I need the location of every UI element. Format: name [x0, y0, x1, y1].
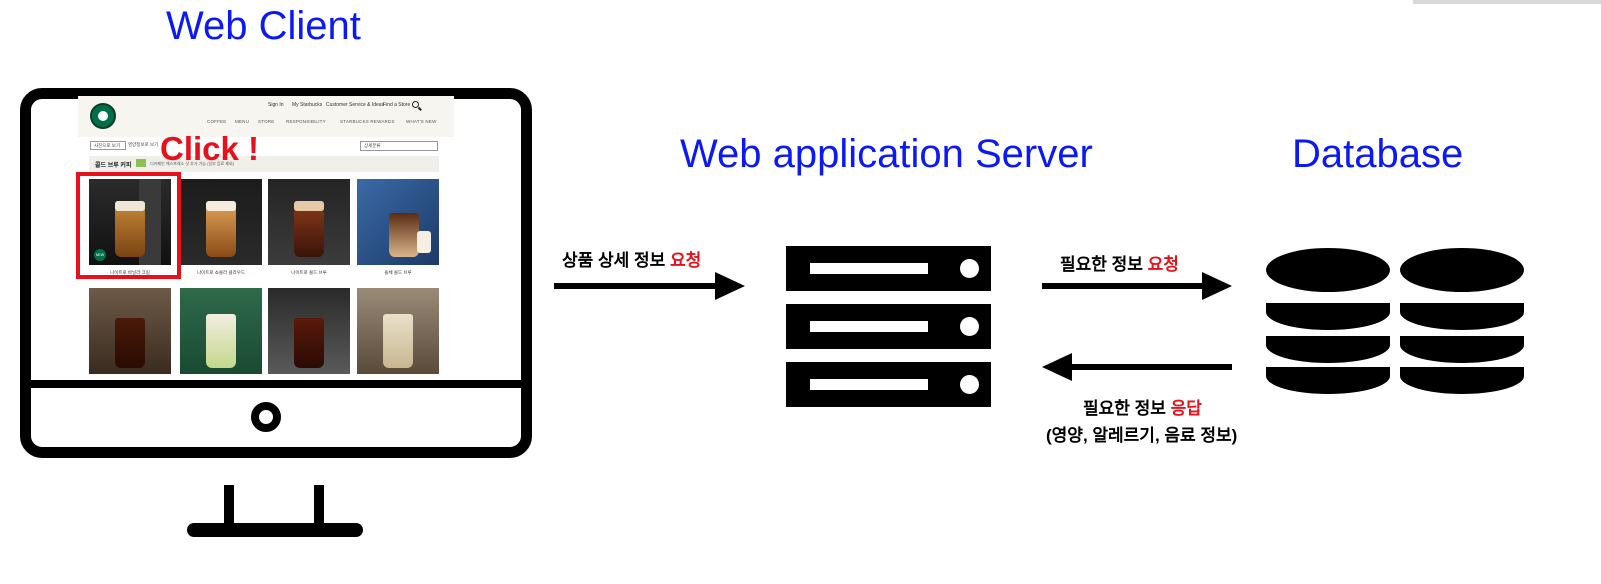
monitor-chin [30, 380, 522, 388]
website-header [78, 96, 454, 137]
request-needed-info-label: 필요한 정보 요청 [1060, 255, 1179, 274]
decaf-icon [136, 159, 146, 167]
category-bar [89, 156, 439, 172]
top-edge-bar [1413, 0, 1601, 4]
database-icon [1400, 248, 1524, 394]
product-vanilla-frappe[interactable] [357, 288, 439, 374]
nav-store[interactable]: STORE [258, 119, 275, 124]
product-caption: 나이트로 쇼콜라 클라우드 [196, 270, 246, 275]
util-link-mystarbucks[interactable]: My Starbucks [292, 102, 323, 108]
product-caption: 나이트로 콜드 브루 [291, 270, 327, 275]
request-product-detail-label: 상품 상세 정보 요청 [562, 251, 702, 270]
category-description: 디카페인 에스프레소 샷 추가 가능 (일부 음료 제외) [150, 161, 235, 166]
product-nitro-vanilla-cream[interactable] [89, 179, 171, 265]
util-link-signin[interactable]: Sign In [268, 102, 284, 108]
product-green-cold-brew[interactable] [180, 288, 262, 374]
response-needed-info-label: 필요한 정보 응답 [1083, 399, 1202, 418]
photo-view-button[interactable]: 사진으로 보기 [90, 141, 126, 150]
monitor-stand-right [314, 485, 324, 529]
product-dolce-cold-brew[interactable] [357, 179, 439, 265]
product-iced-cold-brew[interactable] [268, 288, 350, 374]
server-unit [786, 246, 991, 291]
product-caption: 돌체 콜드 브루 [384, 270, 412, 275]
util-link-find-store[interactable]: Find a Store [383, 102, 411, 108]
server-unit [786, 304, 991, 349]
new-badge: NEW [94, 249, 106, 261]
nav-whats-new[interactable]: WHAT'S NEW [406, 119, 437, 124]
selected-product-highlight [76, 172, 181, 279]
monitor-power-icon [251, 402, 281, 432]
arrow-db-to-server [1070, 364, 1232, 370]
category-select[interactable]: 상세분류 [360, 141, 438, 151]
product-nitro-cold-brew[interactable] [268, 179, 350, 265]
nav-menu[interactable]: MENU [235, 119, 250, 124]
arrow-head-right-icon [715, 272, 745, 300]
arrow-head-left-icon [1042, 353, 1072, 381]
search-icon[interactable] [412, 101, 419, 108]
nav-rewards[interactable]: STARBUCKS REWARDS [340, 119, 395, 124]
monitor-stand-base [187, 523, 363, 537]
click-label: Click ! [160, 130, 260, 167]
starbucks-logo-icon [90, 103, 116, 129]
nav-coffee[interactable]: COFFEE [207, 119, 227, 124]
web-server-title: Web application Server [680, 132, 1093, 176]
product-caption: 나이트로 바닐라 크림 [110, 270, 150, 275]
arrow-head-right-icon [1202, 272, 1232, 300]
category-title: 콜드 브루 커피 [95, 163, 132, 169]
database-icon [1266, 248, 1390, 394]
product-nitro-chocolate[interactable] [180, 179, 262, 265]
web-client-title: Web Client [166, 4, 361, 48]
database-title: Database [1292, 132, 1464, 176]
arrow-client-to-server [554, 283, 719, 289]
nav-responsibility[interactable]: RESPONSIBILITY [286, 119, 326, 124]
response-detail-label: (영양, 알레르기, 음료 정보) [1046, 426, 1238, 445]
monitor-stand-left [224, 485, 234, 529]
arrow-server-to-db [1042, 283, 1207, 289]
nutrition-view-button[interactable]: 영양정보로 보기 [128, 142, 159, 147]
server-unit [786, 362, 991, 407]
product-cold-brew-2[interactable] [89, 288, 171, 374]
util-link-customer-service[interactable]: Customer Service & Ideas [326, 102, 385, 108]
